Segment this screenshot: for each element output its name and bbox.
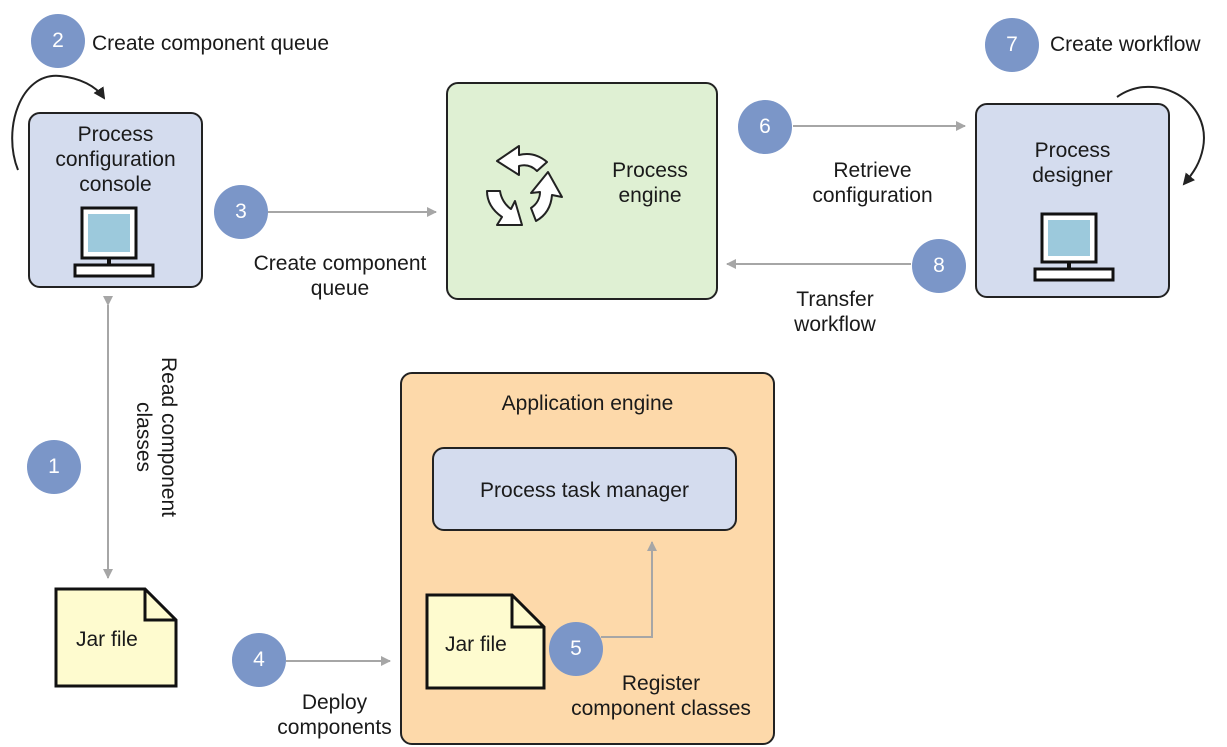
- step-badge-8: 8: [912, 239, 966, 293]
- jar-file-right-label: Jar file: [445, 633, 507, 656]
- designer-loop-arrow: [1116, 85, 1205, 186]
- console-title-line1: Process: [77, 123, 154, 146]
- read-line2: classes: [132, 401, 155, 473]
- create-workflow-label: Create workflow: [1050, 33, 1201, 56]
- transfer-line1: Transfer: [796, 288, 874, 311]
- register-arrow-overlay: [601, 541, 657, 638]
- retrieve-line1: Retrieve: [833, 159, 912, 182]
- designer-title-line1: Process: [1034, 139, 1111, 162]
- register-line1: Register: [621, 672, 701, 695]
- process-task-manager-label: Process task manager: [480, 479, 689, 502]
- engine-title: Process engine: [585, 158, 715, 208]
- create-queue-top-label: Create component queue: [92, 32, 329, 55]
- engine-title-line2: engine: [618, 184, 682, 207]
- designer-title: Process designer: [990, 138, 1155, 188]
- transfer-line2: workflow: [794, 313, 876, 336]
- console-title-line2: configuration: [55, 148, 176, 171]
- deploy-label: Deploy components: [272, 690, 397, 740]
- designer-title-line2: designer: [1032, 164, 1113, 187]
- console-title: Process configuration console: [30, 122, 201, 197]
- read-line1: Read component: [157, 357, 180, 517]
- process-task-manager-box[interactable]: [432, 447, 737, 531]
- recycle-icon-overlay: [486, 145, 563, 226]
- register-label: Register component classes: [553, 671, 769, 721]
- create-queue-line1: Create component: [253, 252, 427, 275]
- step-badge-3: 3: [214, 185, 268, 239]
- designer-computer-icon-overlay: [1033, 212, 1115, 282]
- deploy-line1: Deploy: [301, 691, 368, 714]
- deploy-line2: components: [277, 716, 392, 739]
- application-engine-title: Application engine: [501, 392, 674, 415]
- jar-file-right-overlay: [425, 593, 546, 690]
- read-classes-label: Read component classes: [131, 347, 181, 527]
- console-title-line3: console: [79, 173, 152, 196]
- jar-file-left-label: Jar file: [76, 628, 138, 651]
- engine-title-line1: Process: [612, 159, 688, 182]
- transfer-workflow-label: Transfer workflow: [770, 287, 900, 337]
- register-line2: component classes: [571, 697, 751, 720]
- step-badge-6: 6: [738, 100, 792, 154]
- retrieve-line2: configuration: [812, 184, 933, 207]
- step-badge-2: 2: [31, 14, 85, 68]
- console-computer-icon-overlay: [73, 206, 155, 278]
- step-badge-1: 1: [27, 440, 81, 494]
- step-badge-4: 4: [232, 633, 286, 687]
- step-badge-7: 7: [985, 18, 1039, 72]
- create-queue-label: Create component queue: [232, 251, 448, 301]
- create-queue-line2: queue: [310, 277, 370, 300]
- process-designer-box[interactable]: [975, 103, 1170, 298]
- retrieve-config-label: Retrieve configuration: [790, 158, 955, 208]
- console-loop-arrow: [11, 74, 106, 171]
- step-badge-5: 5: [549, 622, 603, 676]
